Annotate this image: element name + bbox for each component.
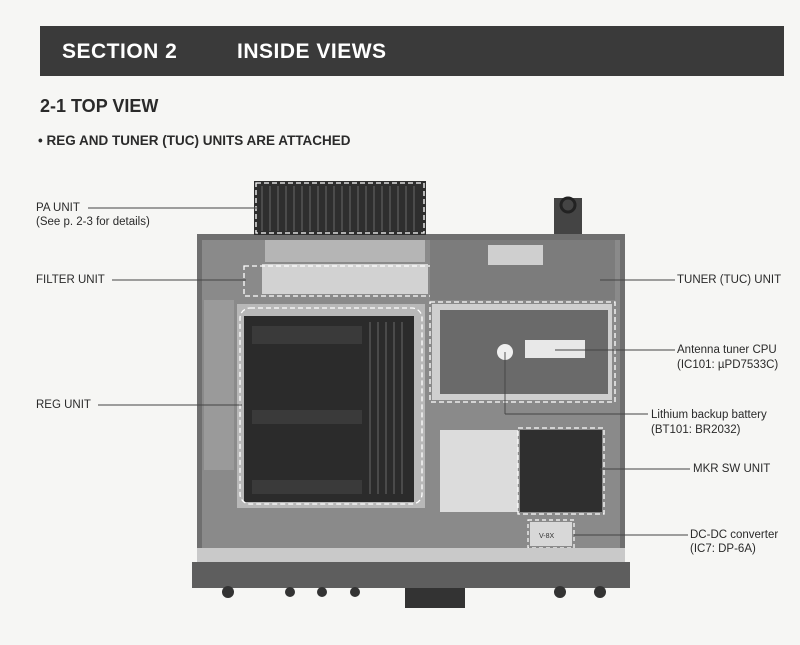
section-number: SECTION 2 <box>62 40 178 63</box>
dcdc-module <box>530 522 572 546</box>
pa-heatsink <box>254 181 426 235</box>
label-pa-unit-note: (See p. 2-3 for details) <box>36 216 150 228</box>
label-antenna-cpu-ic: (IC101: µPD7533C) <box>677 359 779 371</box>
label-dcdc-converter: DC-DC converter <box>690 529 779 541</box>
filter-unit <box>265 240 425 262</box>
front-panel <box>192 562 630 588</box>
label-battery-id: (BT101: BR2032) <box>651 424 741 436</box>
label-filter-unit: FILTER UNIT <box>36 274 105 286</box>
label-dcdc-ic: (IC7: DP-6A) <box>690 543 756 555</box>
dcdc-mark: V-8X <box>539 533 555 540</box>
bullet-caption: • REG AND TUNER (TUC) UNITS ARE ATTACHED <box>38 133 351 148</box>
cpu-chip <box>525 340 585 358</box>
label-tuner-unit: TUNER (TUC) UNIT <box>677 274 782 286</box>
mkr-sw-panel <box>520 430 602 512</box>
label-battery: Lithium backup battery <box>651 409 767 421</box>
section-header-bar <box>40 26 784 76</box>
subheading: 2-1 TOP VIEW <box>40 96 159 116</box>
label-pa-unit: PA UNIT <box>36 202 80 214</box>
label-mkr-sw-unit: MKR SW UNIT <box>693 463 771 475</box>
label-reg-unit: REG UNIT <box>36 399 91 411</box>
callout-lines <box>88 207 690 536</box>
label-antenna-cpu: Antenna tuner CPU <box>677 344 777 356</box>
section-title: INSIDE VIEWS <box>237 40 387 63</box>
